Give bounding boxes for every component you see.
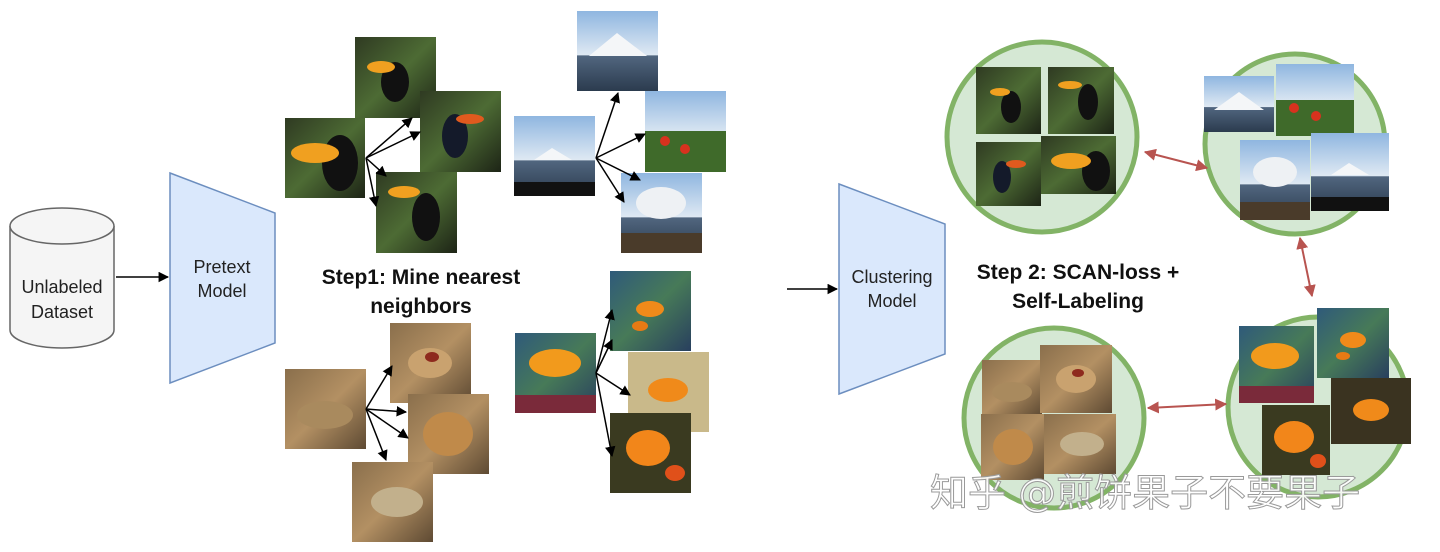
- volcano-photo: [621, 173, 702, 253]
- leopard-photo: [390, 323, 471, 403]
- leopard-photo: [285, 369, 366, 449]
- goldfish-photo: [610, 271, 691, 351]
- step1-title-line1: Step1: Mine nearest: [322, 266, 520, 289]
- cluster-arrow-top: [1143, 148, 1209, 172]
- goldfish-neighbors: [515, 271, 709, 493]
- pretext-label-line2: Model: [197, 281, 246, 301]
- cluster-toucan: [944, 39, 1140, 235]
- toucan-neighbors: [285, 37, 501, 253]
- volcano-neighbors: [514, 11, 726, 253]
- dataset-label-line2: Dataset: [31, 302, 93, 322]
- clustering-model: Clustering Model: [838, 182, 946, 396]
- cluster-arrow-right: [1296, 236, 1316, 298]
- dataset-cylinder: Unlabeled Dataset: [9, 207, 115, 349]
- leopard-neighbors: [285, 323, 489, 542]
- volcano-photo: [577, 11, 658, 91]
- leopard-photo: [408, 394, 489, 474]
- step2-title-line1: Step 2: SCAN-loss +: [977, 261, 1179, 284]
- goldfish-photo: [610, 413, 691, 493]
- cluster-goldfish: [1225, 308, 1411, 500]
- cluster-arrow-bottom: [1146, 398, 1228, 414]
- clustering-label-line1: Clustering: [851, 267, 932, 287]
- pretext-label-line1: Pretext: [193, 257, 250, 277]
- cluster-volcano: [1202, 51, 1389, 237]
- toucan-photo: [376, 172, 457, 253]
- dataset-label-line1: Unlabeled: [21, 277, 102, 297]
- clustering-label-line2: Model: [867, 291, 916, 311]
- leopard-photo: [352, 462, 433, 542]
- goldfish-photo: [515, 333, 596, 413]
- toucan-photo: [420, 91, 501, 172]
- step2-title-line2: Self-Labeling: [1012, 290, 1144, 313]
- toucan-photo: [285, 118, 365, 198]
- volcano-photo: [645, 91, 726, 172]
- step1-title-line2: neighbors: [370, 295, 472, 318]
- cluster-leopard: [961, 325, 1147, 511]
- volcano-photo: [514, 116, 595, 196]
- pretext-model: Pretext Model: [169, 171, 276, 385]
- watermark-text: 知乎 @煎饼果子不要果子: [930, 471, 1360, 515]
